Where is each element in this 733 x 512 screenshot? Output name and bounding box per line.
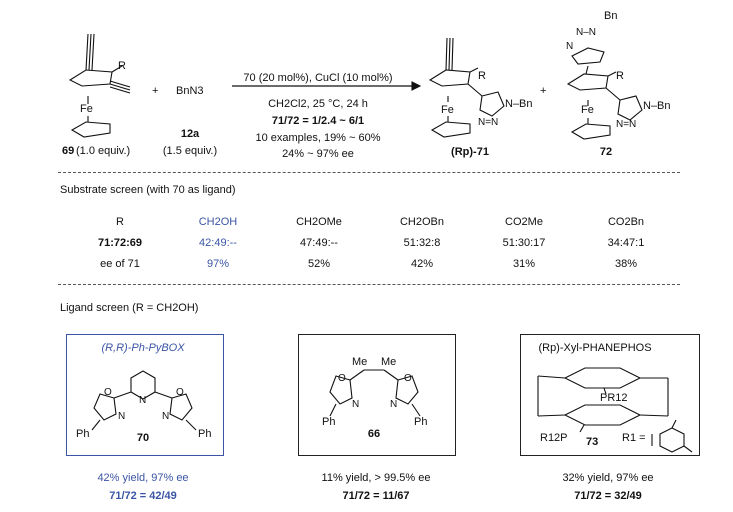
- plus-sign-1: +: [152, 85, 159, 97]
- reactant-69-label: 69: [62, 145, 75, 157]
- substrate-screen-title: Substrate screen (with 70 as ligand): [60, 184, 236, 196]
- ligand-66-atom-N2: N: [390, 399, 398, 410]
- ferrocene-69-structure: [68, 33, 131, 138]
- substrate-col-3-ratio: 51:32:8: [403, 237, 441, 249]
- ligand-66-label: 66: [367, 428, 381, 440]
- ferrocene-72-structure: [566, 47, 643, 140]
- substrate-col-5-ee: 38%: [614, 258, 638, 270]
- reactant-12a-label: 12a: [180, 128, 200, 140]
- atom-label-R-71: R: [478, 70, 486, 82]
- ligand-73-atom-PR-bottom: R12P: [540, 432, 568, 444]
- ligand-66-atom-Ph1: Ph: [322, 416, 336, 428]
- ligand-66-yield: 11% yield, > 99.5% ee: [321, 472, 431, 484]
- substrate-col-2-R: CH2OMe: [296, 216, 342, 228]
- ligand-66-box: [298, 334, 456, 456]
- ligand-70-name: (R,R)-Ph-PyBOX: [101, 342, 185, 354]
- substrate-col-4-ratio: 51:30:17: [502, 237, 546, 249]
- condition-ratio: 71/72 = 1/2.4 ~ 6/1: [271, 115, 365, 127]
- condition-ee: 24% ~ 97% ee: [282, 148, 354, 160]
- ferrocene-71-structure: [428, 37, 505, 138]
- ligand-screen-title: Ligand screen (R = CH2OH): [60, 302, 199, 314]
- plus-sign-2: +: [540, 85, 547, 97]
- row-label-ratio: 71:72:69: [97, 237, 143, 249]
- condition-solvent: CH2Cl2, 25 °C, 24 h: [268, 98, 368, 110]
- ligand-73-R1-definition: R1 =: [622, 432, 646, 444]
- row-label-ee: ee of 71: [100, 258, 140, 270]
- substrate-col-5-R: CO2Bn: [607, 216, 645, 228]
- atom-label-NBn-71: N–Bn: [505, 98, 533, 110]
- atom-label-NN-top-72: N–N: [576, 27, 597, 38]
- atom-label-R-69: R: [118, 60, 126, 72]
- substrate-col-2-ratio: 47:49:--: [300, 237, 338, 249]
- ligand-73-yield: 32% yield, 97% ee: [562, 472, 654, 484]
- substrate-col-5-ratio: 34:47:1: [607, 237, 645, 249]
- condition-examples: 10 examples, 19% ~ 60%: [255, 132, 381, 144]
- divider-1: [58, 172, 680, 173]
- atom-label-N-top-72: N: [566, 41, 574, 52]
- ligand-66-atom-Me1: Me: [352, 356, 368, 368]
- ligand-73-atom-PR-top: PR12: [600, 392, 628, 404]
- ligand-73-name: (Rp)-Xyl-PHANEPHOS: [538, 342, 652, 354]
- substrate-col-1-ee: 97%: [206, 258, 230, 270]
- substrate-col-4-R: CO2Me: [505, 216, 543, 228]
- atom-label-NBn-72: N–Bn: [643, 100, 671, 112]
- ligand-70-atom-N2: N: [162, 411, 170, 422]
- ligand-66-atom-Ph2: Ph: [414, 416, 428, 428]
- ligand-70-atom-Ph2: Ph: [198, 428, 212, 440]
- divider-2: [58, 284, 680, 285]
- ligand-70-atom-Npy: N: [139, 395, 147, 406]
- atom-label-NN-72: N=N: [616, 119, 637, 130]
- substrate-col-3-ee: 42%: [410, 258, 434, 270]
- substrate-col-4-ee: 31%: [512, 258, 536, 270]
- pybox-70-structure: [91, 370, 197, 431]
- atom-label-Fe-69: Fe: [80, 103, 93, 115]
- product-72-label: 72: [599, 146, 613, 158]
- ligand-66-atom-N1: N: [352, 399, 360, 410]
- reactant-69-equiv: (1.0 equiv.): [76, 145, 131, 157]
- atom-label-Fe-72: Fe: [581, 104, 594, 116]
- substrate-col-2-ee: 52%: [307, 258, 331, 270]
- product-71-label: (Rp)-71: [451, 146, 489, 158]
- ligand-66-atom-O1: O: [338, 373, 346, 384]
- ligand-66-ratio: 71/72 = 11/67: [342, 490, 410, 502]
- atom-label-Bn-top-72: Bn: [604, 10, 618, 22]
- substrate-col-1-ratio: 42:49:--: [199, 237, 237, 249]
- ligand-73-ratio: 71/72 = 32/49: [574, 490, 642, 502]
- atom-label-NN-71: N=N: [478, 117, 499, 128]
- reactant-12a-equiv: (1.5 equiv.): [162, 145, 218, 157]
- ligand-73-box: [520, 334, 700, 456]
- ligand-66-atom-O2: O: [404, 373, 412, 384]
- ligand-70-box: [66, 334, 224, 456]
- ligand-70-yield: 42% yield, 97% ee: [97, 472, 189, 484]
- atom-label-Fe-71: Fe: [441, 104, 454, 116]
- ligand-70-ratio: 71/72 = 42/49: [109, 490, 177, 502]
- ligand-73-label: 73: [586, 436, 599, 448]
- row-label-R: R: [116, 216, 124, 228]
- ligand-66-atom-Me2: Me: [381, 356, 397, 368]
- ligand-70-label: 70: [136, 432, 150, 444]
- ligand-70-atom-N1: N: [118, 411, 126, 422]
- box-66-structure: [329, 369, 421, 417]
- ligand-70-atom-O1: O: [104, 387, 112, 398]
- substrate-col-3-R: CH2OBn: [399, 216, 445, 228]
- substrate-col-1-R: CH2OH: [198, 216, 238, 228]
- phanephos-73-structure: [537, 367, 693, 453]
- reactant-12a-formula: BnN3: [176, 85, 204, 97]
- ligand-70-atom-O2: O: [176, 387, 184, 398]
- atom-label-R-72: R: [616, 70, 624, 82]
- ligand-70-atom-Ph1: Ph: [76, 428, 90, 440]
- reagent-catalyst: 70 (20 mol%), CuCl (10 mol%): [243, 72, 393, 84]
